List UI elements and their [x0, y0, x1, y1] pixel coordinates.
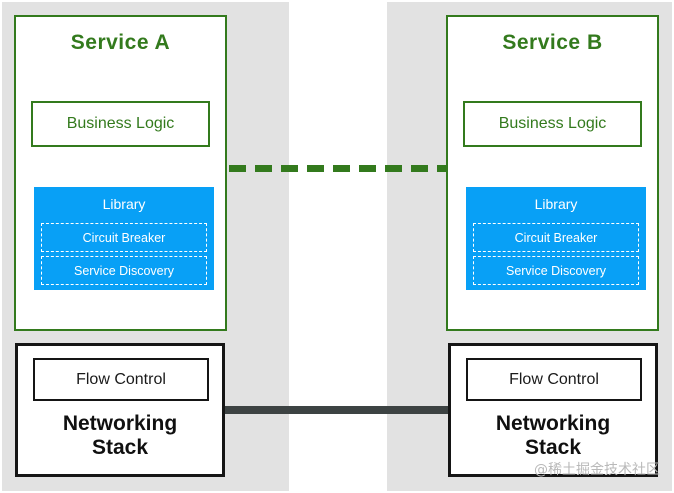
service-b-networking-stack-label: Networking Stack	[495, 412, 611, 459]
network-to-network-link	[225, 406, 448, 414]
service-a-circuit-breaker-box: Circuit Breaker	[41, 223, 207, 252]
service-a-service-discovery-box: Service Discovery	[41, 256, 207, 285]
service-b-library-box: Library Circuit Breaker Service Discover…	[466, 187, 646, 290]
service-b-networking-stack-box: Flow Control Networking Stack	[448, 343, 658, 477]
service-a-box: Service A Business Logic Library Circuit…	[14, 15, 227, 331]
service-a-networking-stack-box: Flow Control Networking Stack	[15, 343, 225, 477]
service-b-business-logic-box: Business Logic	[463, 101, 642, 147]
service-a-title: Service A	[70, 31, 171, 54]
service-b-circuit-breaker-box: Circuit Breaker	[473, 223, 639, 252]
service-b-library-label: Library	[534, 196, 578, 212]
service-a-library-label: Library	[102, 196, 146, 212]
service-b-box: Service B Business Logic Library Circuit…	[446, 15, 659, 331]
service-a-library-box: Library Circuit Breaker Service Discover…	[34, 187, 214, 290]
service-b-flow-control-box: Flow Control	[466, 358, 642, 401]
service-a-networking-stack-label: Networking Stack	[62, 412, 178, 459]
service-b-service-discovery-box: Service Discovery	[473, 256, 639, 285]
watermark-text: @稀土掘金技术社区	[534, 462, 660, 478]
service-a-business-logic-box: Business Logic	[31, 101, 210, 147]
service-a-flow-control-box: Flow Control	[33, 358, 209, 401]
service-b-title: Service B	[502, 31, 603, 54]
service-to-service-dashed-link	[229, 165, 446, 172]
